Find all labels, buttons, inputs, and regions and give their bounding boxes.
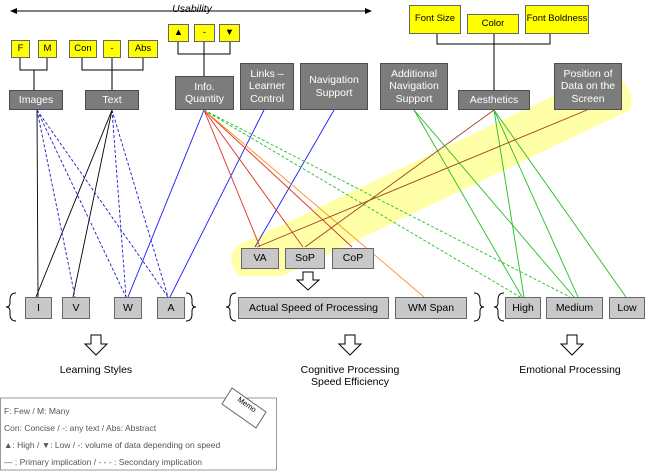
orange-link: [203, 109, 425, 298]
label-learning-styles: Learning Styles: [59, 364, 133, 376]
learning-box-a: A: [157, 297, 185, 319]
blue-links: [127, 109, 335, 298]
sub-many: M: [38, 40, 57, 58]
attr-links: Links – Learner Control: [240, 63, 294, 110]
memo-line-1: F: Few / M: Many: [4, 406, 70, 416]
attr-additional-navigation: Additional Navigation Support: [380, 63, 448, 110]
learning-box-w: W: [114, 297, 142, 319]
sub-font-boldness: Font Boldness: [525, 5, 589, 34]
green-dashed-links: [203, 109, 571, 298]
brown-links: [256, 109, 588, 248]
emotional-high-box: High: [505, 297, 541, 319]
sub-abstract: Abs: [128, 40, 158, 58]
sub-any-text: -: [103, 40, 121, 58]
attr-position-of-data: Position of Data on the Screen: [554, 63, 622, 110]
usability-label: Usability: [172, 3, 212, 15]
sub-low: ▼: [219, 24, 240, 42]
cognitive-wm-box: WM Span: [395, 297, 467, 319]
highlight-band: [231, 67, 632, 276]
green-links: [413, 109, 627, 298]
sub-high: ▲: [168, 24, 189, 42]
cognitive-speed-box: Actual Speed of Processing: [238, 297, 389, 319]
group-braces: [5, 292, 505, 322]
attr-info-quantity: Info. Quantity: [175, 76, 234, 110]
attr-text: Text: [85, 90, 139, 110]
memo-line-3: ▲: High / ▼: Low / -: volume of data dep…: [4, 440, 221, 450]
memo-line-2: Con: Concise / -: any text / Abs: Abstra…: [4, 423, 157, 433]
attr-images: Images: [9, 90, 63, 110]
attr-navigation-support: Navigation Support: [300, 63, 368, 110]
cog-va: VA: [241, 248, 279, 269]
sub-font-size: Font Size: [409, 5, 461, 34]
sub-few: F: [11, 40, 30, 58]
emotional-low-box: Low: [609, 297, 645, 319]
dashed-blue-links: [36, 109, 169, 298]
cog-cop: CoP: [332, 248, 374, 269]
label-cognitive-processing: Cognitive Processing Speed Efficiency: [300, 364, 400, 388]
label-emotional-processing: Emotional Processing: [519, 364, 621, 376]
black-links: [35, 109, 113, 298]
learning-box-i: I: [25, 297, 52, 319]
sub-medium: -: [194, 24, 215, 42]
sub-color: Color: [467, 14, 519, 34]
sub-concise: Con: [69, 40, 97, 58]
attr-aesthetics: Aesthetics: [458, 90, 530, 110]
cog-sop: SoP: [285, 248, 325, 269]
down-arrows: [83, 271, 585, 356]
memo-line-4: — : Primary implication / - - - : Second…: [4, 457, 202, 467]
memo-tag: [221, 387, 267, 429]
emotional-medium-box: Medium: [546, 297, 603, 319]
sub-brackets: [19, 34, 551, 90]
learning-box-v: V: [62, 297, 90, 319]
red-links: [203, 109, 353, 248]
